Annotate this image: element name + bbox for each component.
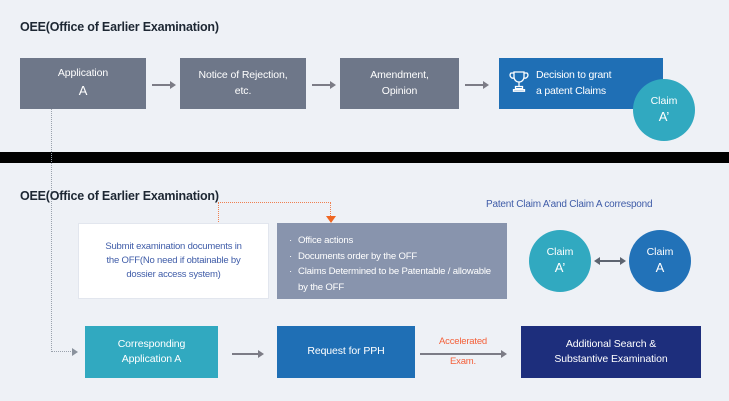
flow-step-amendment-line1: Amendment,	[370, 69, 429, 82]
claim-a-prime-circle-bottom: Claim A’	[529, 230, 591, 292]
bullet-text: Claims Determined to be Patentable / all…	[298, 266, 491, 293]
claim-circle-value: A’	[554, 260, 566, 276]
claim-a-prime-circle-top: Claim A’	[633, 79, 695, 141]
arrow-shaft	[152, 84, 171, 86]
decision-line1: Decision to grant	[536, 69, 612, 82]
arrow-head	[483, 81, 489, 89]
bullet-item: · Claims Determined to be Patentable / a…	[289, 264, 495, 295]
corresponding-line2: Application A	[121, 353, 182, 365]
flow-request-for-pph: Request for PPH	[277, 326, 415, 378]
flow-step-notice-of-rejection: Notice of Rejection, etc.	[180, 58, 306, 109]
claim-circle-value: A	[655, 260, 665, 276]
claims-correspond-label: Patent Claim A’and Claim A correspond	[486, 199, 653, 210]
orange-connector-left-vertical	[218, 202, 219, 222]
submit-line3: dossier access system)	[126, 269, 221, 281]
claim-circle-value: A’	[658, 109, 670, 125]
arrow-shaft	[232, 353, 259, 355]
bullet-dot-icon: ·	[289, 250, 292, 262]
accelerated-label-bottom: Exam.	[450, 356, 476, 367]
submit-documents-box: Submit examination documents in the OFF(…	[78, 223, 269, 299]
submit-line1: Submit examination documents in	[105, 240, 242, 252]
dotted-connector-horizontal	[51, 351, 73, 352]
arrow-shaft	[599, 260, 621, 262]
flow-step-amendment-line2: Opinion	[381, 84, 418, 97]
arrow-request-to-additional	[420, 350, 507, 358]
arrow-head	[501, 350, 507, 358]
decision-to-grant-text: Decision to grant a patent Claims	[536, 68, 612, 98]
arrow-shaft	[465, 84, 484, 86]
arrow-head-left	[594, 257, 600, 265]
additional-line2: Substantive Examination	[554, 353, 668, 365]
flow-corresponding-application: Corresponding Application A	[85, 326, 218, 378]
dotted-connector-arrowhead	[72, 348, 78, 356]
flow-step-application-line1: Application	[57, 67, 109, 80]
arrow-application-to-rejection	[152, 81, 176, 89]
flow-step-amendment: Amendment, Opinion	[340, 58, 459, 109]
arrow-amendment-to-grant	[465, 81, 489, 89]
arrow-shaft	[420, 353, 502, 355]
arrow-head	[330, 81, 336, 89]
bullet-text: Office actions	[298, 235, 354, 246]
claim-circle-label: Claim	[546, 246, 574, 259]
bottom-section-title: OEE(Office of Earlier Examination)	[20, 189, 219, 203]
arrow-claims-correspond	[594, 257, 626, 265]
flow-step-application: Application A	[20, 58, 146, 109]
section-divider	[0, 152, 729, 163]
submit-line2: the OFF(No need if obtainable by	[106, 254, 241, 266]
arrow-head	[258, 350, 264, 358]
arrow-head	[170, 81, 176, 89]
request-label: Request for PPH	[307, 345, 385, 358]
orange-connector-right-vertical	[330, 202, 331, 218]
flow-additional-search: Additional Search & Substantive Examinat…	[521, 326, 701, 378]
flow-step-decision-to-grant: Decision to grant a patent Claims	[499, 58, 663, 109]
arrow-shaft	[312, 84, 331, 86]
top-section-title: OEE(Office of Earlier Examination)	[20, 20, 219, 34]
additional-line1: Additional Search &	[565, 337, 657, 350]
flow-step-notice-line1: Notice of Rejection,	[198, 69, 288, 82]
corresponding-line1: Corresponding	[117, 337, 186, 350]
orange-connector-arrowhead	[326, 216, 336, 223]
submit-documents-text: Submit examination documents in the OFF(…	[105, 240, 242, 283]
flow-step-notice-line2: etc.	[234, 84, 252, 97]
bullet-text: Documents order by the OFF	[298, 250, 418, 262]
bullet-dot-icon: ·	[289, 266, 292, 278]
bullet-dot-icon: ·	[289, 235, 292, 246]
arrow-rejection-to-amendment	[312, 81, 336, 89]
trophy-icon	[508, 69, 530, 98]
claim-circle-label: Claim	[646, 246, 674, 259]
bullet-item: · Office actions	[289, 233, 495, 249]
orange-connector-horizontal	[218, 202, 331, 203]
flow-step-application-line2: A	[78, 82, 88, 98]
claim-circle-label: Claim	[650, 95, 678, 108]
bullet-item: · Documents order by the OFF	[289, 249, 495, 265]
office-actions-box: · Office actions · Documents order by th…	[277, 223, 507, 299]
accelerated-label-top: Accelerated	[439, 336, 487, 347]
decision-line2: a patent Claims	[536, 84, 606, 97]
arrow-corresponding-to-request	[232, 350, 264, 358]
arrow-head-right	[620, 257, 626, 265]
dotted-connector-vertical	[51, 109, 52, 352]
claim-a-circle-bottom: Claim A	[629, 230, 691, 292]
